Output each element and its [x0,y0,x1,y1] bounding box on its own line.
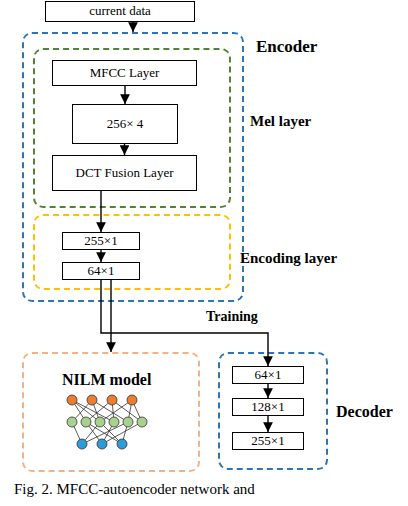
box-label: 64×1 [255,368,282,382]
layer-box: 128×1 [232,398,304,416]
encoding-layer-group: Encoding layer255×164×1 [33,214,231,290]
connector-arrow [110,280,111,352]
group-heading: Decoder [336,404,393,420]
process-box: 256× 4 [72,104,178,144]
mel-layer-group: Mel layerMFCC Layer256× 4DCT Fusion Laye… [33,48,231,208]
connector-arrow [124,144,125,155]
figure-caption: Fig. 2. MFCC-autoencoder network and [14,482,255,497]
box-label: 64×1 [88,264,115,278]
layer-box: 64×1 [232,366,304,384]
layer-box: 64×1 [62,262,140,280]
box-label: 255×1 [251,434,284,448]
layer-box: 255×1 [62,232,140,250]
box-label: 256× 4 [107,117,144,131]
group-heading: Mel layer [250,114,311,129]
connector-arrow [267,384,268,398]
process-box: DCT Fusion Layer [52,155,197,191]
edge-label: Training [206,310,258,324]
encoder-group: EncoderMel layerMFCC Layer256× 4DCT Fusi… [22,32,244,302]
connector-arrow [132,22,133,32]
box-label: 128×1 [251,400,284,414]
group-heading: Encoder [256,38,317,55]
connector-arrow [101,280,268,366]
box-label: MFCC Layer [90,66,160,80]
group-heading: NILM model [62,372,151,388]
input-box: current data [45,1,195,22]
nilm-model-box: NILM model [22,352,200,472]
connector-arrow [100,191,101,232]
group-heading: Encoding layer [240,251,337,266]
connector-arrow [124,86,125,104]
connector-arrow [100,250,101,262]
box-label: current data [89,4,151,18]
process-box: MFCC Layer [52,60,197,86]
layer-box: 255×1 [232,432,304,450]
connector-arrow [267,416,268,432]
box-label: 255×1 [84,234,117,248]
box-label: DCT Fusion Layer [76,166,174,180]
decoder-group: Decoder64×1128×1255×1 [218,352,328,470]
